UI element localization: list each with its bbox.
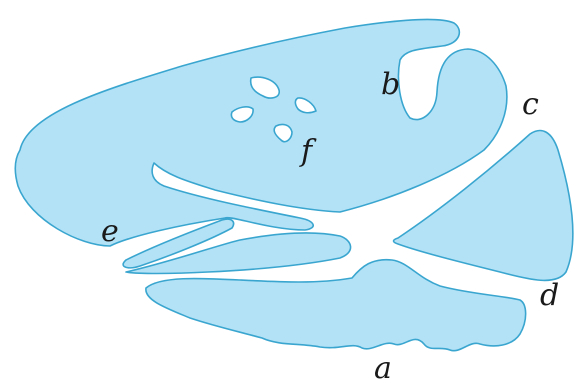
upper-region — [15, 19, 507, 246]
label-c: c — [522, 87, 539, 122]
label-b: b — [381, 67, 400, 102]
label-d: d — [540, 278, 559, 313]
bottom-region — [146, 260, 526, 351]
label-a: a — [374, 351, 392, 383]
label-e: e — [101, 214, 119, 249]
